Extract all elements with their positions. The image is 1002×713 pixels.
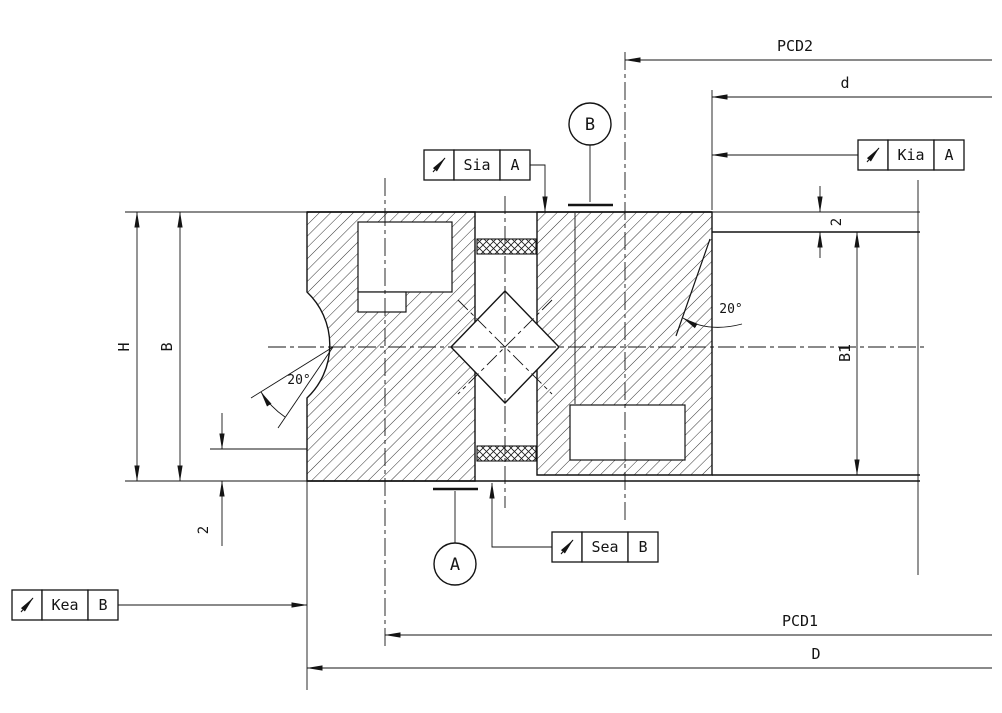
dim-B1-label: B1 (836, 344, 854, 362)
top-seal-strip (476, 238, 537, 255)
angle-callout-left: 20° (250, 346, 334, 429)
fcf-kea: Kea B (11, 589, 308, 621)
dim-d: d (711, 74, 992, 100)
roller-diagonal-centerline-1 (457, 299, 553, 395)
fcf-sia: Sia A (423, 149, 548, 213)
outer-ring-bolt-counterbore (357, 221, 453, 293)
fcf-kea-value: Kea (51, 596, 78, 614)
roller-diagonal-centerline-2 (457, 299, 553, 395)
fcf-kia: Kia A (711, 139, 965, 171)
angle-right-label: 20° (719, 302, 742, 317)
fcf-kia-datum: A (944, 146, 953, 164)
bottom-seal-strip (476, 445, 537, 462)
datum-a-callout: A (433, 487, 478, 586)
dim-B-label: B (158, 342, 176, 351)
runout-arrow-icon (560, 539, 574, 555)
dim-pcd2-label: PCD2 (777, 37, 813, 55)
angle-callout-right: 20° (682, 302, 743, 329)
dim-pcd2: PCD2 (624, 37, 992, 63)
dim-2-bottom-left-label: 2 (196, 526, 212, 534)
dim-B: B (158, 211, 183, 482)
dim-2-top-right: 2 (817, 186, 845, 258)
datum-a-label: A (450, 555, 460, 575)
runout-arrow-icon (866, 147, 880, 163)
dim-d-label: d (840, 74, 849, 92)
fcf-kea-datum: B (98, 596, 107, 614)
runout-arrow-icon (20, 597, 34, 613)
fcf-sea-datum: B (638, 538, 647, 556)
dim-D: D (306, 645, 992, 671)
dim-pcd1: PCD1 (384, 612, 992, 638)
inner-ring-chamfer-line (675, 238, 711, 337)
fcf-sia-value: Sia (463, 156, 490, 174)
dim-H: H (115, 211, 140, 482)
dim-pcd1-label: PCD1 (782, 612, 818, 630)
datum-b-label: B (585, 115, 595, 135)
dim-2-bottom-left: 2 (196, 413, 225, 546)
angle-left-label: 20° (287, 373, 310, 388)
dim-H-label: H (115, 342, 133, 351)
fcf-sia-datum: A (510, 156, 519, 174)
outer-ring-bolt-pilot-hole (357, 291, 407, 313)
inner-ring-bolt-counterbore (569, 404, 686, 461)
runout-arrow-icon (432, 157, 446, 173)
dim-2-top-right-label: 2 (829, 218, 845, 226)
dim-D-label: D (811, 645, 820, 663)
dim-B1: B1 (836, 231, 860, 476)
fcf-sea-value: Sea (591, 538, 618, 556)
fcf-kia-value: Kia (897, 146, 924, 164)
datum-b-callout: B (568, 102, 613, 207)
fcf-sea: Sea B (489, 482, 659, 563)
